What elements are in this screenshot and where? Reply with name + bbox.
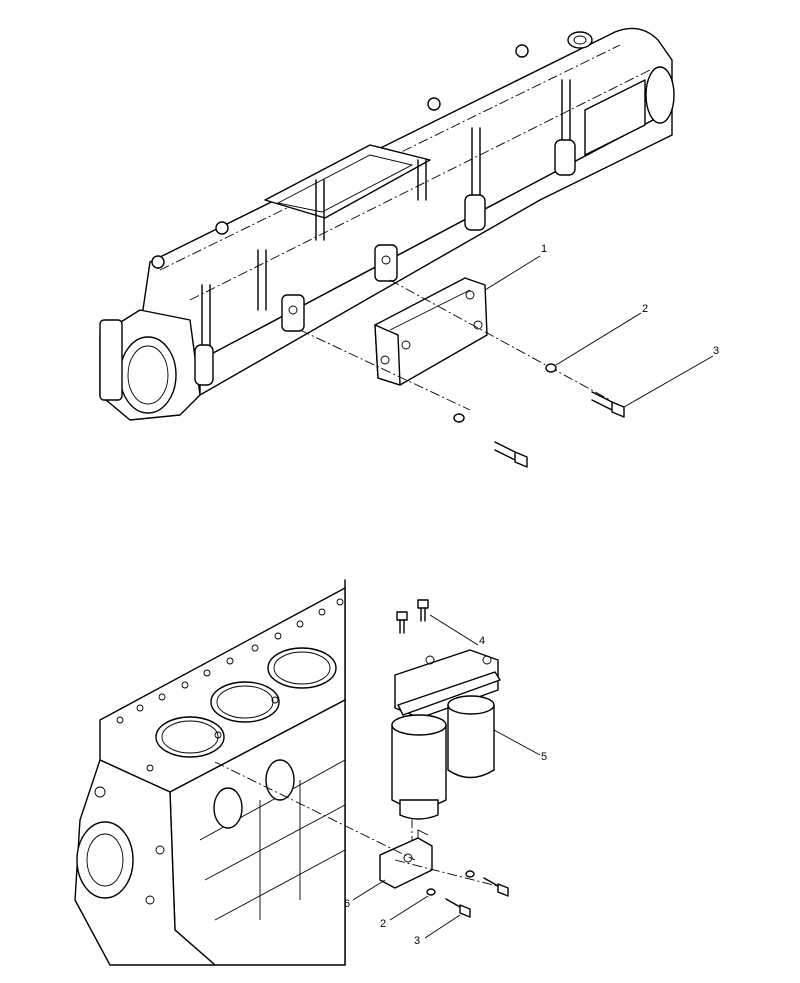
callout-5: 5 xyxy=(541,751,547,763)
callout-6: 6 xyxy=(344,898,350,910)
washer xyxy=(545,363,557,373)
callout-4: 4 xyxy=(479,635,485,647)
filter-bracket xyxy=(374,277,488,386)
bolt xyxy=(445,898,471,918)
washer xyxy=(426,888,436,896)
bolt xyxy=(483,877,509,897)
washer xyxy=(465,870,475,878)
callout-3-lower: 3 xyxy=(414,935,420,947)
bolt xyxy=(591,391,625,418)
callout-1: 1 xyxy=(541,243,547,255)
intake-manifold xyxy=(99,27,675,421)
callout-3: 3 xyxy=(713,345,719,357)
fuel-filter-assembly xyxy=(391,599,501,820)
callout-2: 2 xyxy=(642,303,648,315)
bolt xyxy=(494,441,528,468)
lower-bracket xyxy=(379,829,433,889)
engine-block xyxy=(74,579,346,966)
washer xyxy=(453,413,465,423)
callout-2-lower: 2 xyxy=(380,918,386,930)
